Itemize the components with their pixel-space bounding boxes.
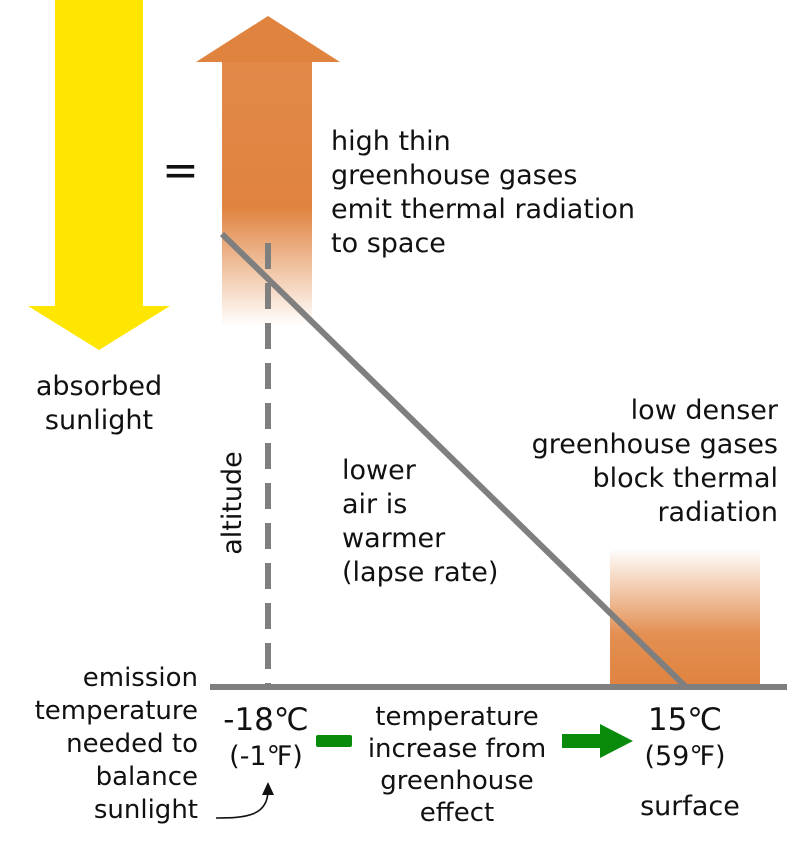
pointer-arrow bbox=[215, 789, 269, 819]
altitude-axis-label: altitude bbox=[217, 451, 248, 555]
equals-sign: = bbox=[162, 145, 199, 196]
absorbed-sunlight-arrow bbox=[28, 0, 170, 350]
emission-temperature-label: emission temperature needed to balance s… bbox=[34, 663, 198, 825]
greenhouse-increase-label: temperature increase from greenhouse eff… bbox=[367, 702, 547, 828]
absorbed-sunlight-label: absorbed sunlight bbox=[35, 371, 163, 436]
surface-label: surface bbox=[640, 791, 740, 822]
surface-radiation-block bbox=[610, 548, 760, 687]
surface-temperature-value: 15℃ (59℉) bbox=[644, 702, 726, 772]
emission-temperature-value: -18℃ (-1℉) bbox=[223, 702, 309, 772]
greenhouse-arrow bbox=[562, 724, 633, 758]
outgoing-radiation-arrowhead bbox=[196, 16, 340, 62]
lapse-rate-line bbox=[219, 231, 689, 690]
pointer-arrowhead bbox=[262, 782, 274, 795]
low-gases-label: low denser greenhouse gases block therma… bbox=[531, 395, 778, 528]
high-gases-label: high thin greenhouse gases emit thermal … bbox=[331, 126, 636, 259]
lapse-rate-label: lower air is warmer (lapse rate) bbox=[342, 455, 499, 588]
greenhouse-arrow-tail bbox=[316, 735, 352, 747]
